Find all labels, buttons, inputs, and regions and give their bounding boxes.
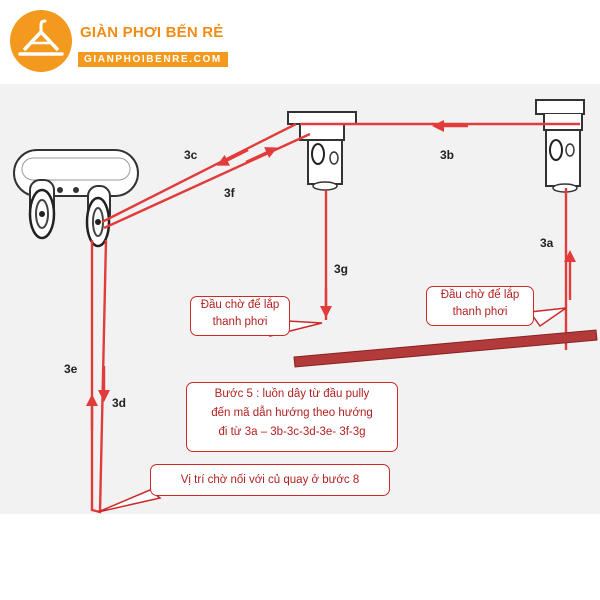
callout-crank-position: Vị trí chờ nối với củ quay ở bước 8 [150, 464, 390, 496]
rope-3c [101, 122, 297, 224]
arrow-3c [216, 148, 249, 166]
brand-url: GIANPHOIBENRE.COM [78, 52, 228, 67]
label-3e: 3e [64, 362, 78, 376]
label-3b: 3b [440, 148, 455, 162]
label-3d: 3d [112, 396, 127, 410]
label-3f: 3f [224, 186, 235, 200]
label-3c: 3c [184, 148, 198, 162]
callout-step-5: Bước 5 : luồn dây từ đầu pully đến mã dẫ… [186, 382, 398, 452]
logo-icon [10, 10, 72, 72]
right-ceiling-bracket [535, 99, 585, 193]
label-3a: 3a [540, 236, 554, 250]
main-pulley-housing [13, 149, 139, 248]
callout-pointers [97, 307, 567, 513]
callout-left-hook: Đầu chờ để lắp thanh phơi [190, 296, 290, 336]
brand-name: GIÀN PHƠI BẾN RẺ [80, 24, 224, 41]
drying-bar [293, 329, 598, 368]
middle-ceiling-bracket [287, 111, 357, 191]
arrow-3f [245, 147, 278, 164]
label-3g: 3g [334, 262, 349, 276]
rope-path [86, 120, 580, 514]
brand-header: GIÀN PHƠI BẾN RẺ GIANPHOIBENRE.COM [0, 0, 600, 84]
callout-right-hook: Đầu chờ để lắp thanh phơi [426, 286, 534, 326]
